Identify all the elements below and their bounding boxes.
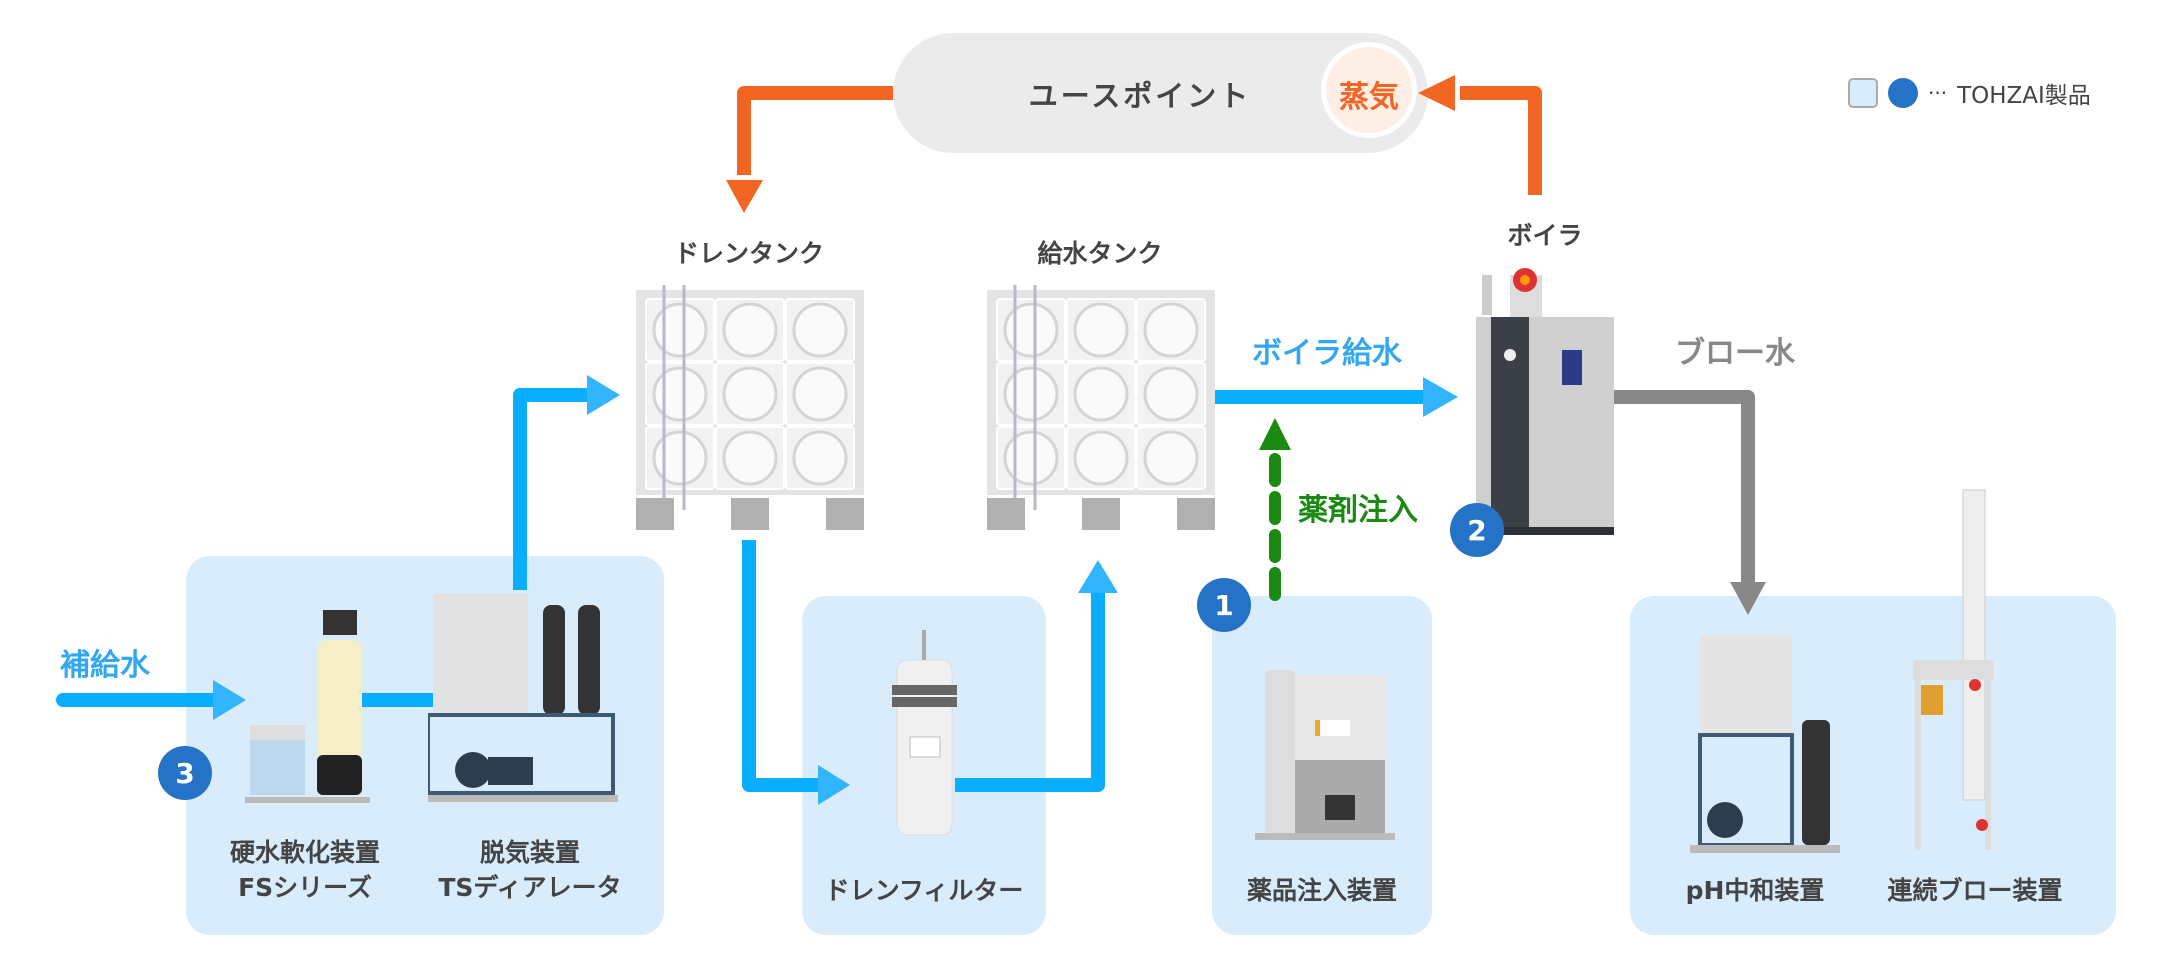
- legend-text: TOHZAI製品: [1957, 83, 2091, 109]
- drain-filter-illustration: [892, 630, 957, 836]
- use-point-label: ユースポイント: [1028, 79, 1252, 113]
- chemical-injector-label: 薬品注入装置: [1246, 876, 1397, 905]
- chemical-injector-badge: 1: [1197, 578, 1251, 632]
- softener-series: FSシリーズ: [238, 873, 372, 902]
- deaerator-series: TSディアレータ: [438, 873, 622, 902]
- softener-label: 硬水軟化装置 FSシリーズ: [205, 835, 405, 905]
- feed-tank-inlet-arrowhead: [1078, 560, 1118, 593]
- chemical-injector-illustration: [1255, 670, 1395, 840]
- legend: ··· TOHZAI製品: [1848, 76, 2091, 110]
- deaerator-illustration: [428, 593, 618, 802]
- legend-box-icon: [1848, 78, 1878, 108]
- drain-tank-to-filter-line: [742, 540, 820, 792]
- drain-tank-inlet-arrowhead: [587, 375, 620, 415]
- steam-arrow-boiler-to-use-point: [1460, 86, 1542, 195]
- legend-dot-icon: [1888, 78, 1918, 108]
- makeup-water-label: 補給水: [60, 648, 150, 683]
- boiler-feed-label: ボイラ給水: [1252, 336, 1402, 371]
- control-panel: [1562, 350, 1582, 385]
- boiler-feed-arrowhead: [1423, 377, 1458, 417]
- pressure-gauge-icon: [1504, 349, 1516, 361]
- blow-water-arrowhead: [1730, 582, 1766, 615]
- drain-tank-label: ドレンタンク: [673, 239, 824, 268]
- steam-arrow-to-drain-tank: [737, 86, 893, 175]
- ph-neutralizer-label: pH中和装置: [1685, 876, 1825, 905]
- deaerator-to-drain-tank-line: [513, 388, 590, 590]
- pump-icon: [455, 752, 491, 788]
- steam-arrowhead-right: [1418, 75, 1455, 111]
- ladder: [662, 285, 686, 510]
- feed-tank-illustration: [987, 285, 1215, 530]
- softener-illustration: [245, 610, 370, 803]
- ph-neutralizer-illustration: [1690, 635, 1840, 853]
- drain-tank-illustration: [636, 285, 864, 530]
- boiler-label: ボイラ: [1507, 221, 1583, 250]
- makeup-water-arrowhead: [213, 680, 246, 720]
- steam-label: 蒸気: [1339, 80, 1399, 115]
- chemical-injection-label: 薬剤注入: [1298, 493, 1418, 528]
- blow-water-label: ブロー水: [1675, 336, 1795, 371]
- blow-water-line: [1614, 390, 1755, 585]
- feed-tank-label: 給水タンク: [1037, 239, 1163, 268]
- softener-name: 硬水軟化装置: [229, 838, 380, 867]
- boiler-illustration: [1476, 268, 1614, 535]
- deaerator-name: 脱気装置: [479, 838, 580, 867]
- boiler-badge: 2: [1450, 503, 1504, 557]
- chemical-injection-arrowhead: [1259, 418, 1291, 450]
- deaerator-label: 脱気装置 TSディアレータ: [420, 835, 640, 905]
- steam-arrowhead-down: [726, 180, 763, 213]
- legend-ellipsis: ···: [1928, 81, 1948, 105]
- steam-circle: [1321, 42, 1417, 138]
- filter-inlet-arrowhead: [818, 765, 850, 805]
- continuous-blow-label: 連続ブロー装置: [1887, 876, 2063, 905]
- drain-filter-label: ドレンフィルター: [824, 876, 1024, 905]
- continuous-blow-illustration: [1913, 489, 1993, 850]
- softener-badge: 3: [158, 746, 212, 800]
- filter-to-feed-tank-line: [955, 590, 1105, 792]
